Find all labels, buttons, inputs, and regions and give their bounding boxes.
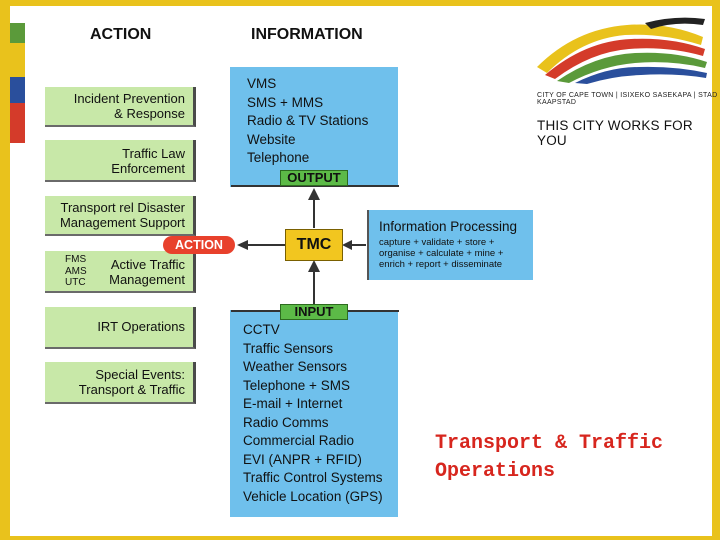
- action-box-line: Transport rel Disaster: [60, 200, 186, 215]
- info-processing-title: Information Processing: [379, 219, 518, 234]
- action-box-events: Special Events: Transport & Traffic: [45, 362, 196, 404]
- arrow-tmc-output-head: [308, 188, 320, 200]
- stripe-red: [10, 103, 25, 143]
- action-box-line: Management: [109, 272, 185, 287]
- arrow-input-tmc-head: [308, 260, 320, 272]
- input-source: Vehicle Location (GPS): [243, 488, 383, 504]
- input-sources-list: CCTV Traffic Sensors Weather Sensors Tel…: [243, 321, 383, 506]
- logo-city-line: CITY OF CAPE TOWN | ISIXEKO SASEKAPA | S…: [537, 92, 718, 106]
- action-box-line: Active Traffic: [110, 257, 185, 272]
- action-box-law: Traffic Law Enforcement: [45, 140, 196, 182]
- output-channels-box: VMS SMS + MMS Radio & TV Stations Websit…: [230, 67, 398, 187]
- action-box-line: Management Support: [59, 215, 185, 230]
- output-underline: [231, 185, 399, 187]
- info-processing-lines: capture + validate + store + organise + …: [379, 237, 503, 270]
- output-channel: SMS + MMS: [247, 94, 324, 110]
- logo-slogan: THIS CITY WORKS FOR YOU: [537, 118, 693, 148]
- input-sources-box: CCTV Traffic Sensors Weather Sensors Tel…: [230, 310, 398, 517]
- action-box-line: Special Events:: [95, 367, 185, 382]
- action-pill: ACTION: [163, 236, 235, 254]
- action-box-line: Transport & Traffic: [78, 382, 185, 397]
- atm-side-label: UTC: [65, 277, 86, 288]
- input-source: Radio Comms: [243, 414, 329, 430]
- action-box-line: & Response: [114, 106, 185, 121]
- output-channel: VMS: [247, 76, 277, 91]
- stripe-green: [10, 23, 25, 43]
- arrow-tmc-action-head: [237, 240, 248, 250]
- input-source: Traffic Sensors: [243, 340, 334, 356]
- output-channels-list: VMS SMS + MMS Radio & TV Stations Websit…: [247, 75, 368, 168]
- atm-side-label: FMS: [65, 254, 87, 265]
- slide-title: Transport & Traffic Operations: [435, 430, 663, 486]
- action-header: ACTION: [90, 26, 152, 43]
- action-box-incident: Incident Prevention & Response: [45, 87, 196, 127]
- action-box-atm: FMS AMS UTC Active Traffic Management: [45, 251, 196, 293]
- input-label: INPUT: [280, 304, 348, 320]
- info-processing-line: enrich + report + disseminate: [379, 259, 503, 270]
- info-processing-line: capture + validate + store +: [379, 237, 495, 248]
- slide-title-line: Transport & Traffic: [435, 432, 664, 455]
- output-label: OUTPUT: [280, 170, 348, 186]
- action-box-disaster: Transport rel Disaster Management Suppor…: [45, 196, 196, 236]
- tmc-box: TMC: [285, 229, 343, 261]
- input-source: CCTV: [243, 322, 280, 337]
- input-source: E-mail + Internet: [243, 396, 343, 411]
- output-channel: Website: [247, 131, 296, 147]
- action-box-line: IRT Operations: [97, 319, 185, 334]
- input-source: Telephone + SMS: [243, 377, 350, 393]
- slide-title-line: Operations: [435, 460, 556, 483]
- information-header: INFORMATION: [251, 26, 363, 43]
- input-source: EVI (ANPR + RFID): [243, 451, 362, 467]
- output-channel: Radio & TV Stations: [247, 113, 369, 128]
- action-box-line: Incident Prevention: [73, 91, 185, 106]
- info-processing-box: Information Processing capture + validat…: [367, 210, 533, 280]
- input-source: Commercial Radio: [243, 433, 355, 448]
- input-source: Weather Sensors: [243, 359, 348, 374]
- action-box-line: Enforcement: [111, 161, 185, 176]
- output-channel: Telephone: [247, 150, 310, 165]
- arrow-processing-tmc-head: [342, 240, 352, 250]
- stripe-blue: [10, 77, 25, 103]
- stripe-yellow: [10, 43, 25, 77]
- action-box-line: Traffic Law: [122, 146, 185, 161]
- atm-side-labels: FMS AMS UTC: [65, 254, 87, 289]
- info-processing-line: organise + calculate + mine +: [379, 248, 504, 259]
- atm-side-label: AMS: [65, 265, 87, 277]
- input-source: Traffic Control Systems: [243, 470, 383, 485]
- city-logo-icon: [537, 17, 707, 84]
- action-box-irt: IRT Operations: [45, 307, 196, 349]
